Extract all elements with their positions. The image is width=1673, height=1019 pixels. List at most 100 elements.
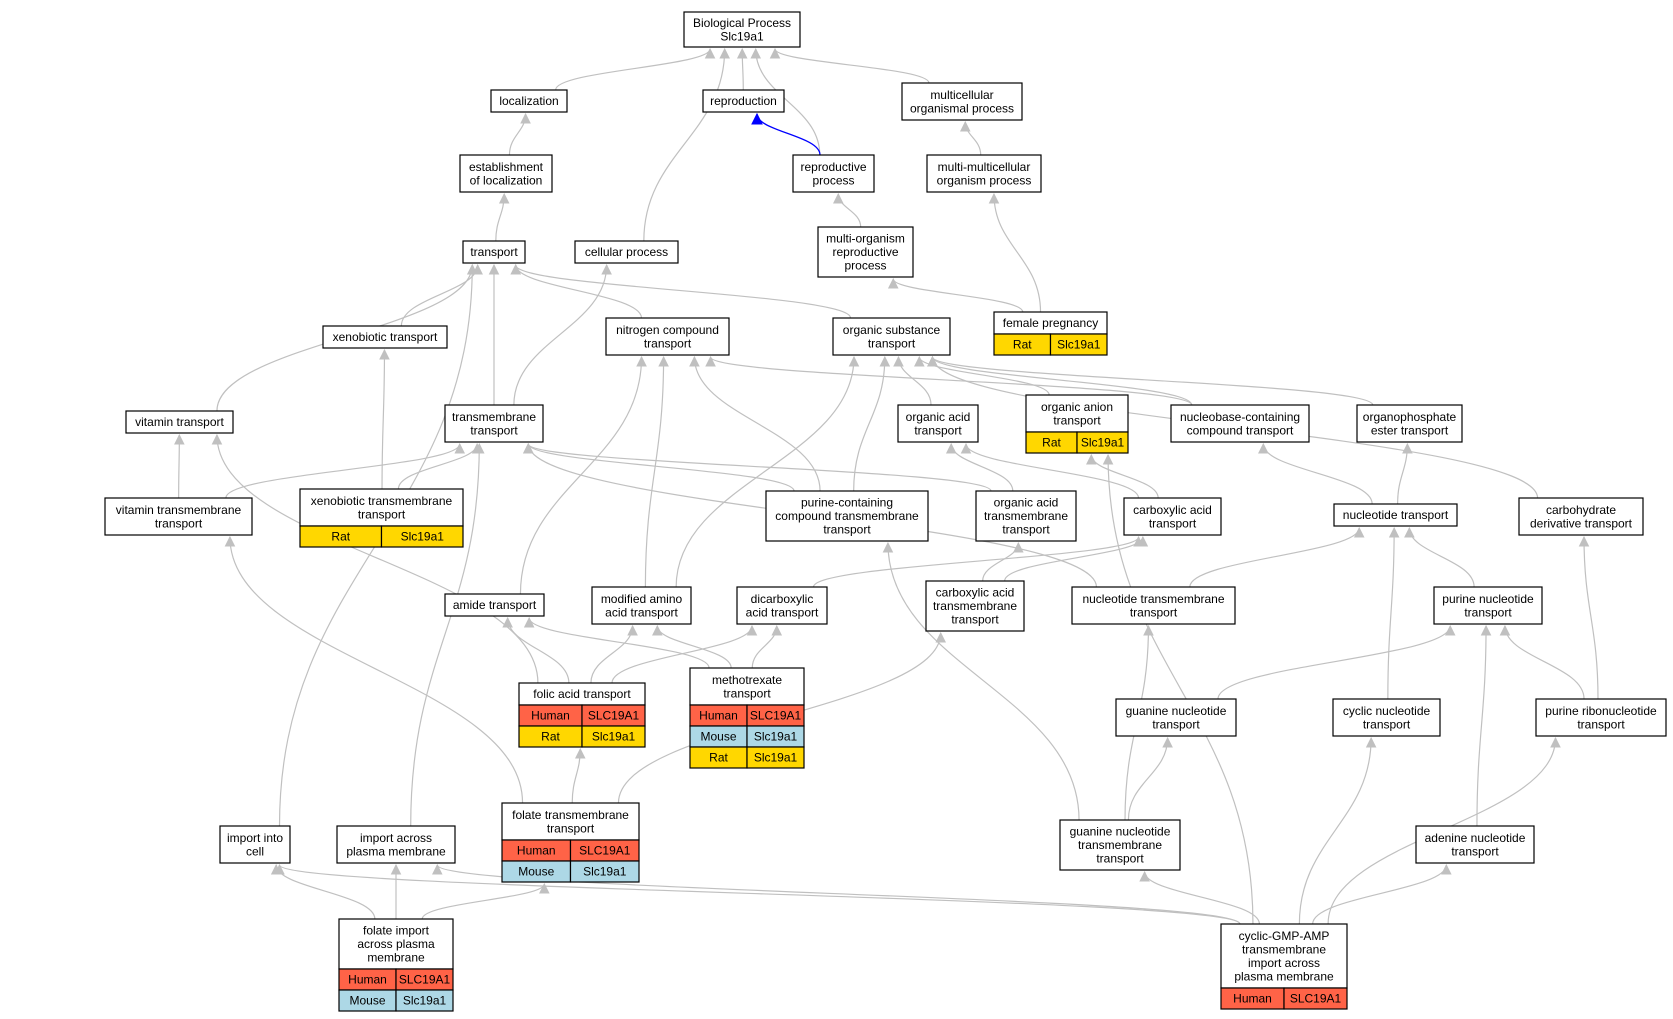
term-label: ester transport	[1371, 423, 1449, 437]
term-box	[832, 317, 951, 356]
term-label: purine ribonucleotide	[1545, 704, 1657, 718]
term-label: organismal process	[910, 101, 1014, 115]
edge-dicarboxylic-to-carboxylic	[812, 535, 1144, 588]
edge-folic-to-vitamin	[211, 433, 539, 684]
species-name: Mouse	[518, 865, 554, 879]
edge-purineribo-to-purinenuc	[1499, 624, 1585, 700]
gene-symbol: Slc19a1	[754, 730, 798, 744]
term-box	[792, 154, 875, 193]
edge-importplasma-to-transmembrane	[410, 442, 485, 827]
term-label: transport	[951, 613, 999, 627]
edge-vitamintm-to-transmembrane	[225, 442, 466, 499]
term-node-nucleotide[interactable]: nucleotide transport	[1333, 503, 1458, 527]
gene-cell	[581, 725, 646, 748]
term-label: localization	[499, 94, 558, 108]
edge-carboxylic-to-organicanion	[1085, 453, 1159, 499]
term-label: organic acid	[994, 496, 1059, 510]
edge-reproductive-to-bp	[750, 47, 821, 156]
term-node-xenobiotic[interactable]: xenobiotic transport	[322, 325, 448, 349]
edge-xenobiotic-to-transport	[400, 263, 484, 327]
gene-cell	[1283, 987, 1348, 1010]
edge-nitrogen-to-transport	[510, 263, 643, 319]
term-box	[459, 154, 553, 193]
term-box	[736, 586, 828, 625]
term-label: transport	[1130, 605, 1178, 619]
term-label: multi-organism	[826, 232, 905, 246]
term-label: transport	[470, 245, 518, 259]
edge-nucleobase-to-nitrogen	[705, 355, 1193, 406]
term-label: transport	[1152, 717, 1200, 731]
term-label: carboxylic acid	[936, 586, 1015, 600]
edge-methotrexate-to-dicarboxylic	[751, 624, 783, 669]
term-box	[926, 154, 1042, 193]
gene-symbol: Slc19a1	[754, 751, 798, 765]
term-box	[462, 240, 526, 264]
term-label: process	[844, 259, 886, 273]
term-box	[501, 802, 640, 841]
term-box	[605, 317, 730, 356]
term-node-localization[interactable]: localization	[490, 89, 568, 113]
term-label: establishment	[469, 160, 544, 174]
term-node-cellular[interactable]: cellular process	[574, 240, 679, 264]
term-node-vitamin[interactable]: vitamin transport	[125, 410, 234, 434]
term-label: organism process	[937, 173, 1032, 187]
term-box	[817, 226, 914, 278]
term-node-transport[interactable]: transport	[462, 240, 526, 264]
edge-female-to-multiorg	[887, 277, 1024, 313]
edge-nucleobase-to-organicsub	[927, 355, 1193, 406]
term-node-reproduction[interactable]: reproduction	[702, 89, 785, 113]
edge-vitamintm-to-vitamin	[173, 433, 185, 499]
gene-symbol: Slc19a1	[592, 730, 636, 744]
term-label: acid transport	[746, 605, 819, 619]
term-box	[897, 404, 979, 443]
edge-organicacidtm-to-transmembrane	[523, 442, 992, 492]
species-name: Mouse	[349, 994, 385, 1008]
edges-layer	[173, 47, 1599, 925]
edge-guanine-to-purinenuc	[1217, 624, 1456, 700]
term-label: import across	[360, 831, 432, 845]
term-node-amide[interactable]: amide transport	[444, 593, 545, 617]
gene-symbol: Slc19a1	[401, 530, 445, 544]
